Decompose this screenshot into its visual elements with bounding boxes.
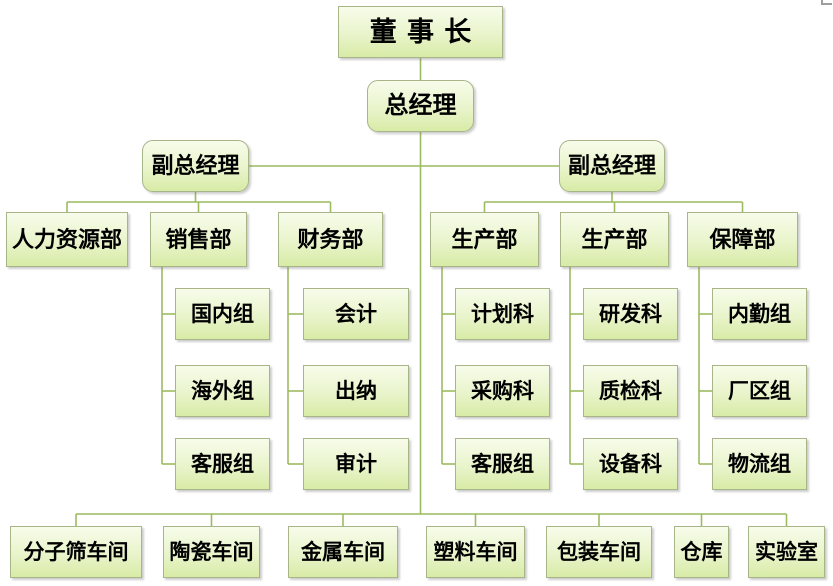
org-node-kuaiji[interactable]: 会计: [303, 288, 409, 340]
org-node-wuliu[interactable]: 物流组: [712, 438, 807, 490]
org-node-yanfa[interactable]: 研发科: [583, 288, 678, 340]
org-node-haiwai[interactable]: 海外组: [175, 365, 270, 417]
org-node-chairman[interactable]: 董事长: [338, 6, 503, 58]
org-node-kefu1[interactable]: 客服组: [175, 438, 270, 490]
org-node-shebei[interactable]: 设备科: [583, 438, 678, 490]
org-node-jinshu[interactable]: 金属车间: [288, 526, 398, 578]
org-node-changqu[interactable]: 厂区组: [712, 365, 807, 417]
org-node-caigou[interactable]: 采购科: [455, 365, 550, 417]
org-node-shiyanshi[interactable]: 实验室: [748, 526, 825, 578]
top-right-corner-mark-icon: [821, 0, 832, 5]
org-node-kefu2[interactable]: 客服组: [455, 438, 550, 490]
org-node-sales[interactable]: 销售部: [150, 212, 247, 267]
org-node-shenji[interactable]: 审计: [303, 438, 409, 490]
org-node-baozhuang[interactable]: 包装车间: [546, 526, 652, 578]
org-node-cangku[interactable]: 仓库: [674, 526, 729, 578]
org-node-dgm_right[interactable]: 副总经理: [559, 140, 665, 192]
org-node-guonei[interactable]: 国内组: [175, 288, 270, 340]
org-node-jihua[interactable]: 计划科: [455, 288, 550, 340]
org-node-prod1[interactable]: 生产部: [430, 212, 539, 267]
org-node-prod2[interactable]: 生产部: [560, 212, 669, 267]
org-node-hr[interactable]: 人力资源部: [6, 212, 128, 267]
org-node-zhijian[interactable]: 质检科: [583, 365, 678, 417]
org-node-suliao[interactable]: 塑料车间: [426, 526, 525, 578]
org-node-gm[interactable]: 总经理: [367, 80, 474, 132]
org-node-support[interactable]: 保障部: [687, 212, 798, 267]
org-node-dgm_left[interactable]: 副总经理: [142, 140, 249, 192]
org-node-taoci[interactable]: 陶瓷车间: [163, 526, 260, 578]
org-node-neiqin[interactable]: 内勤组: [712, 288, 807, 340]
org-node-chuna[interactable]: 出纳: [303, 365, 409, 417]
org-node-fenzishai[interactable]: 分子筛车间: [10, 526, 142, 578]
org-node-finance[interactable]: 财务部: [278, 212, 383, 267]
